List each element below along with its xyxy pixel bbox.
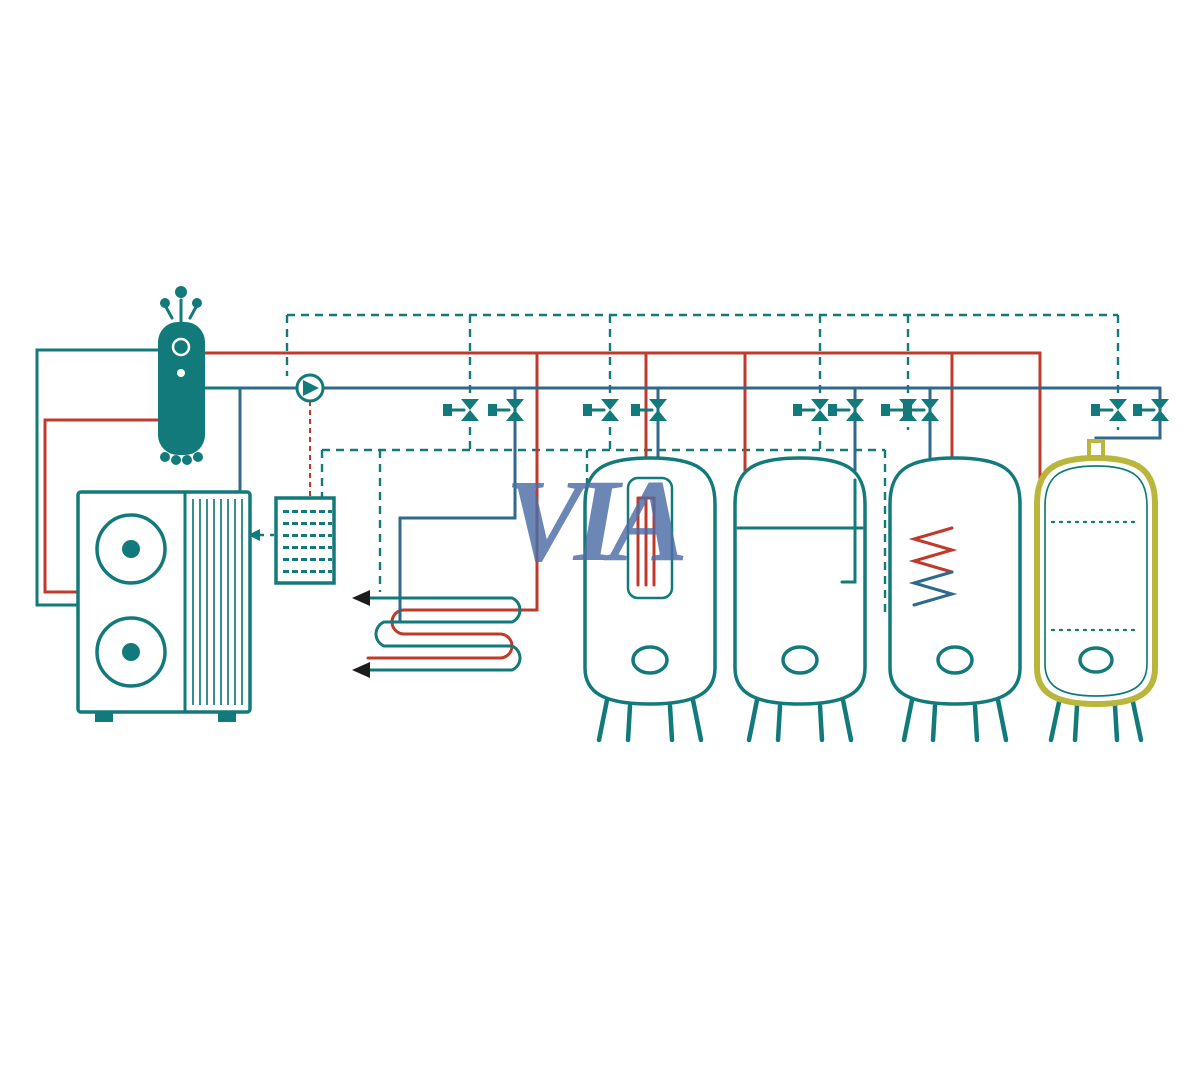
manhole-icon xyxy=(936,645,974,675)
fan-icon xyxy=(95,616,167,688)
circulation-pump xyxy=(295,373,325,403)
internal-diffuser-pipe xyxy=(736,478,864,584)
motorized-valve xyxy=(443,399,479,421)
manhole-icon xyxy=(1078,646,1114,674)
motorized-valve xyxy=(1133,399,1169,421)
storage-tank-electric xyxy=(583,456,717,743)
vent-cap-icon xyxy=(160,298,170,308)
drain-dot-icon xyxy=(177,369,185,377)
storage-tank-coil xyxy=(888,456,1022,743)
motorized-valve xyxy=(583,399,619,421)
buffer-vessel xyxy=(158,286,205,465)
storage-tank-insulated xyxy=(1034,439,1158,743)
motorized-valve xyxy=(488,399,524,421)
internal-coil-icon xyxy=(908,526,958,607)
flow-arrow-icon xyxy=(352,662,370,678)
vessel-body xyxy=(158,322,205,455)
outdoor-heat-pump-unit xyxy=(76,490,252,722)
motorized-valve xyxy=(793,399,829,421)
electric-heater-icon xyxy=(636,496,656,587)
pump-rotor-icon xyxy=(303,380,319,396)
grille-icon xyxy=(192,499,243,705)
vent-cap-icon xyxy=(175,286,187,298)
motorized-valve xyxy=(903,399,939,421)
fan-icon xyxy=(95,513,167,585)
source-pipes-teal xyxy=(35,348,522,672)
sight-glass-icon xyxy=(171,337,191,357)
vent-cap-icon xyxy=(192,298,202,308)
control-wiring-dashed xyxy=(248,313,1120,612)
manhole-icon xyxy=(631,645,669,675)
tank-neck-icon xyxy=(1087,439,1105,459)
heat-exchanger-flow-arrows xyxy=(352,590,370,678)
motorized-valve xyxy=(1091,399,1127,421)
controller-terminal-box xyxy=(274,401,336,585)
valve-row xyxy=(443,399,1169,421)
storage-tank-buffer xyxy=(733,456,867,743)
link-arrow-icon xyxy=(248,529,260,541)
flow-arrow-icon xyxy=(352,590,370,606)
motorized-valve xyxy=(631,399,667,421)
manhole-icon xyxy=(781,645,819,675)
terminal-grid-icon xyxy=(283,510,332,573)
watermark: VIA xyxy=(505,455,684,586)
motorized-valve xyxy=(828,399,864,421)
